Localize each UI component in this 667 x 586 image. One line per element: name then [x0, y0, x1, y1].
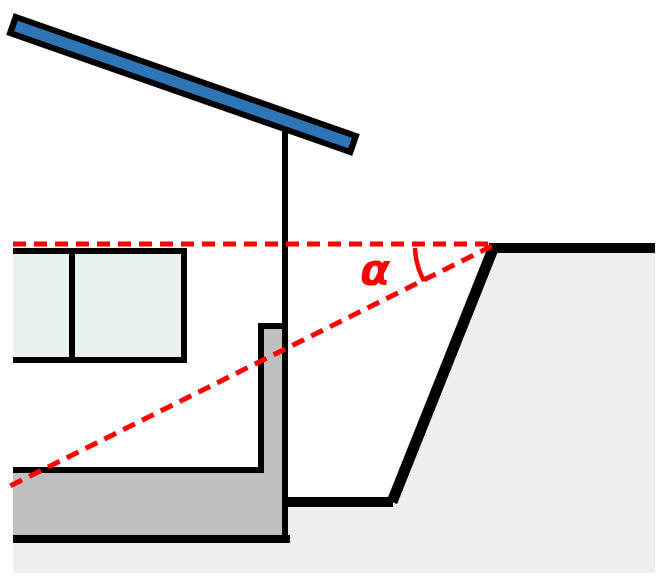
slope-influence-dashed-line [8, 243, 494, 489]
slab-bottom-outline [13, 535, 290, 543]
slab-top-outline [13, 467, 264, 473]
window-mullion [69, 248, 75, 363]
window-bottom-frame [13, 357, 187, 363]
window-right-frame [181, 248, 187, 363]
angle-label: α [360, 245, 391, 296]
basement-wall-left-outline [258, 323, 264, 473]
soil-mass [13, 250, 655, 573]
excavation-slope-line [386, 246, 499, 505]
angle-arc [412, 247, 427, 283]
window-top-frame [13, 248, 187, 254]
foundation-slab [13, 467, 282, 543]
window [13, 250, 183, 360]
basement-wall-top-outline [258, 323, 282, 329]
exterior-wall [282, 131, 288, 543]
roof [14, 20, 352, 149]
excavation-bottom-line [285, 497, 393, 507]
ground-surface-line [489, 243, 655, 253]
